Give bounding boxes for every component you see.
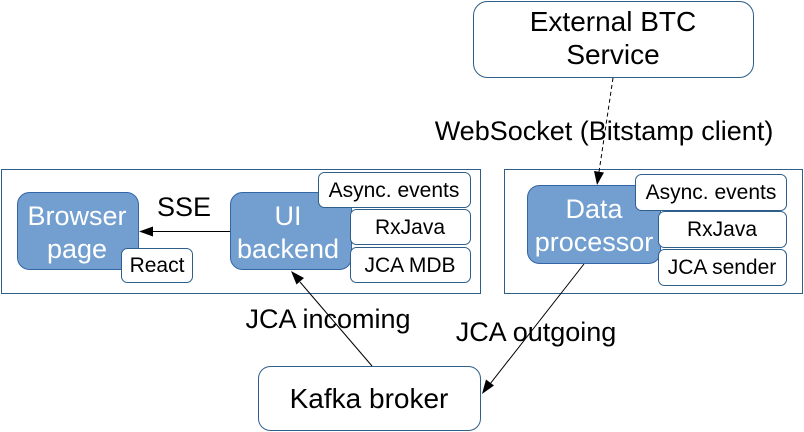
ui-backend-label-line2: backend bbox=[237, 234, 339, 264]
jca-incoming-edge-label: JCA incoming bbox=[245, 304, 410, 334]
dp-jca-sender-tag: JCA sender bbox=[658, 249, 787, 286]
sse-edge bbox=[139, 226, 230, 237]
react-tag-label: React bbox=[130, 254, 185, 277]
ui-async-events-label: Async. events bbox=[329, 179, 460, 202]
external-btc-service-label-line2: Service bbox=[566, 39, 659, 70]
external-btc-service-node: External BTC Service bbox=[473, 1, 754, 78]
jca-outgoing-edge bbox=[482, 263, 585, 394]
websocket-edge bbox=[594, 77, 614, 185]
browser-page-label-line1: Browser bbox=[27, 201, 126, 231]
jca-outgoing-edge-label: JCA outgoing bbox=[456, 317, 617, 347]
dp-rxjava-label: RxJava bbox=[687, 218, 757, 241]
dp-jca-sender-label: JCA sender bbox=[668, 256, 777, 279]
data-processor-component: Data processor bbox=[527, 185, 661, 264]
kafka-broker-label: Kafka broker bbox=[290, 383, 449, 414]
data-processor-label-line1: Data bbox=[565, 194, 623, 224]
data-processor-label-line2: processor bbox=[535, 227, 654, 257]
browser-page-label-line2: page bbox=[47, 234, 107, 264]
ui-backend-label-line1: UI bbox=[275, 201, 302, 231]
dp-async-events-tag: Async. events bbox=[635, 174, 787, 211]
browser-page-component: Browser page bbox=[17, 192, 139, 270]
dp-rxjava-tag: RxJava bbox=[658, 211, 787, 248]
ui-rxjava-label: RxJava bbox=[375, 216, 445, 239]
sse-edge-label: SSE bbox=[157, 192, 211, 222]
ui-rxjava-tag: RxJava bbox=[350, 209, 471, 245]
jca-incoming-edge bbox=[291, 271, 373, 367]
dp-async-events-label: Async. events bbox=[646, 181, 777, 204]
kafka-broker-node: Kafka broker bbox=[258, 366, 481, 431]
websocket-edge-label: WebSocket (Bitstamp client) bbox=[435, 116, 774, 146]
ui-jca-mdb-tag: JCA MDB bbox=[350, 247, 471, 283]
react-tag: React bbox=[121, 248, 193, 283]
ui-async-events-tag: Async. events bbox=[318, 172, 471, 208]
external-btc-service-label-line1: External BTC bbox=[530, 6, 697, 37]
ui-jca-mdb-label: JCA MDB bbox=[364, 254, 455, 277]
